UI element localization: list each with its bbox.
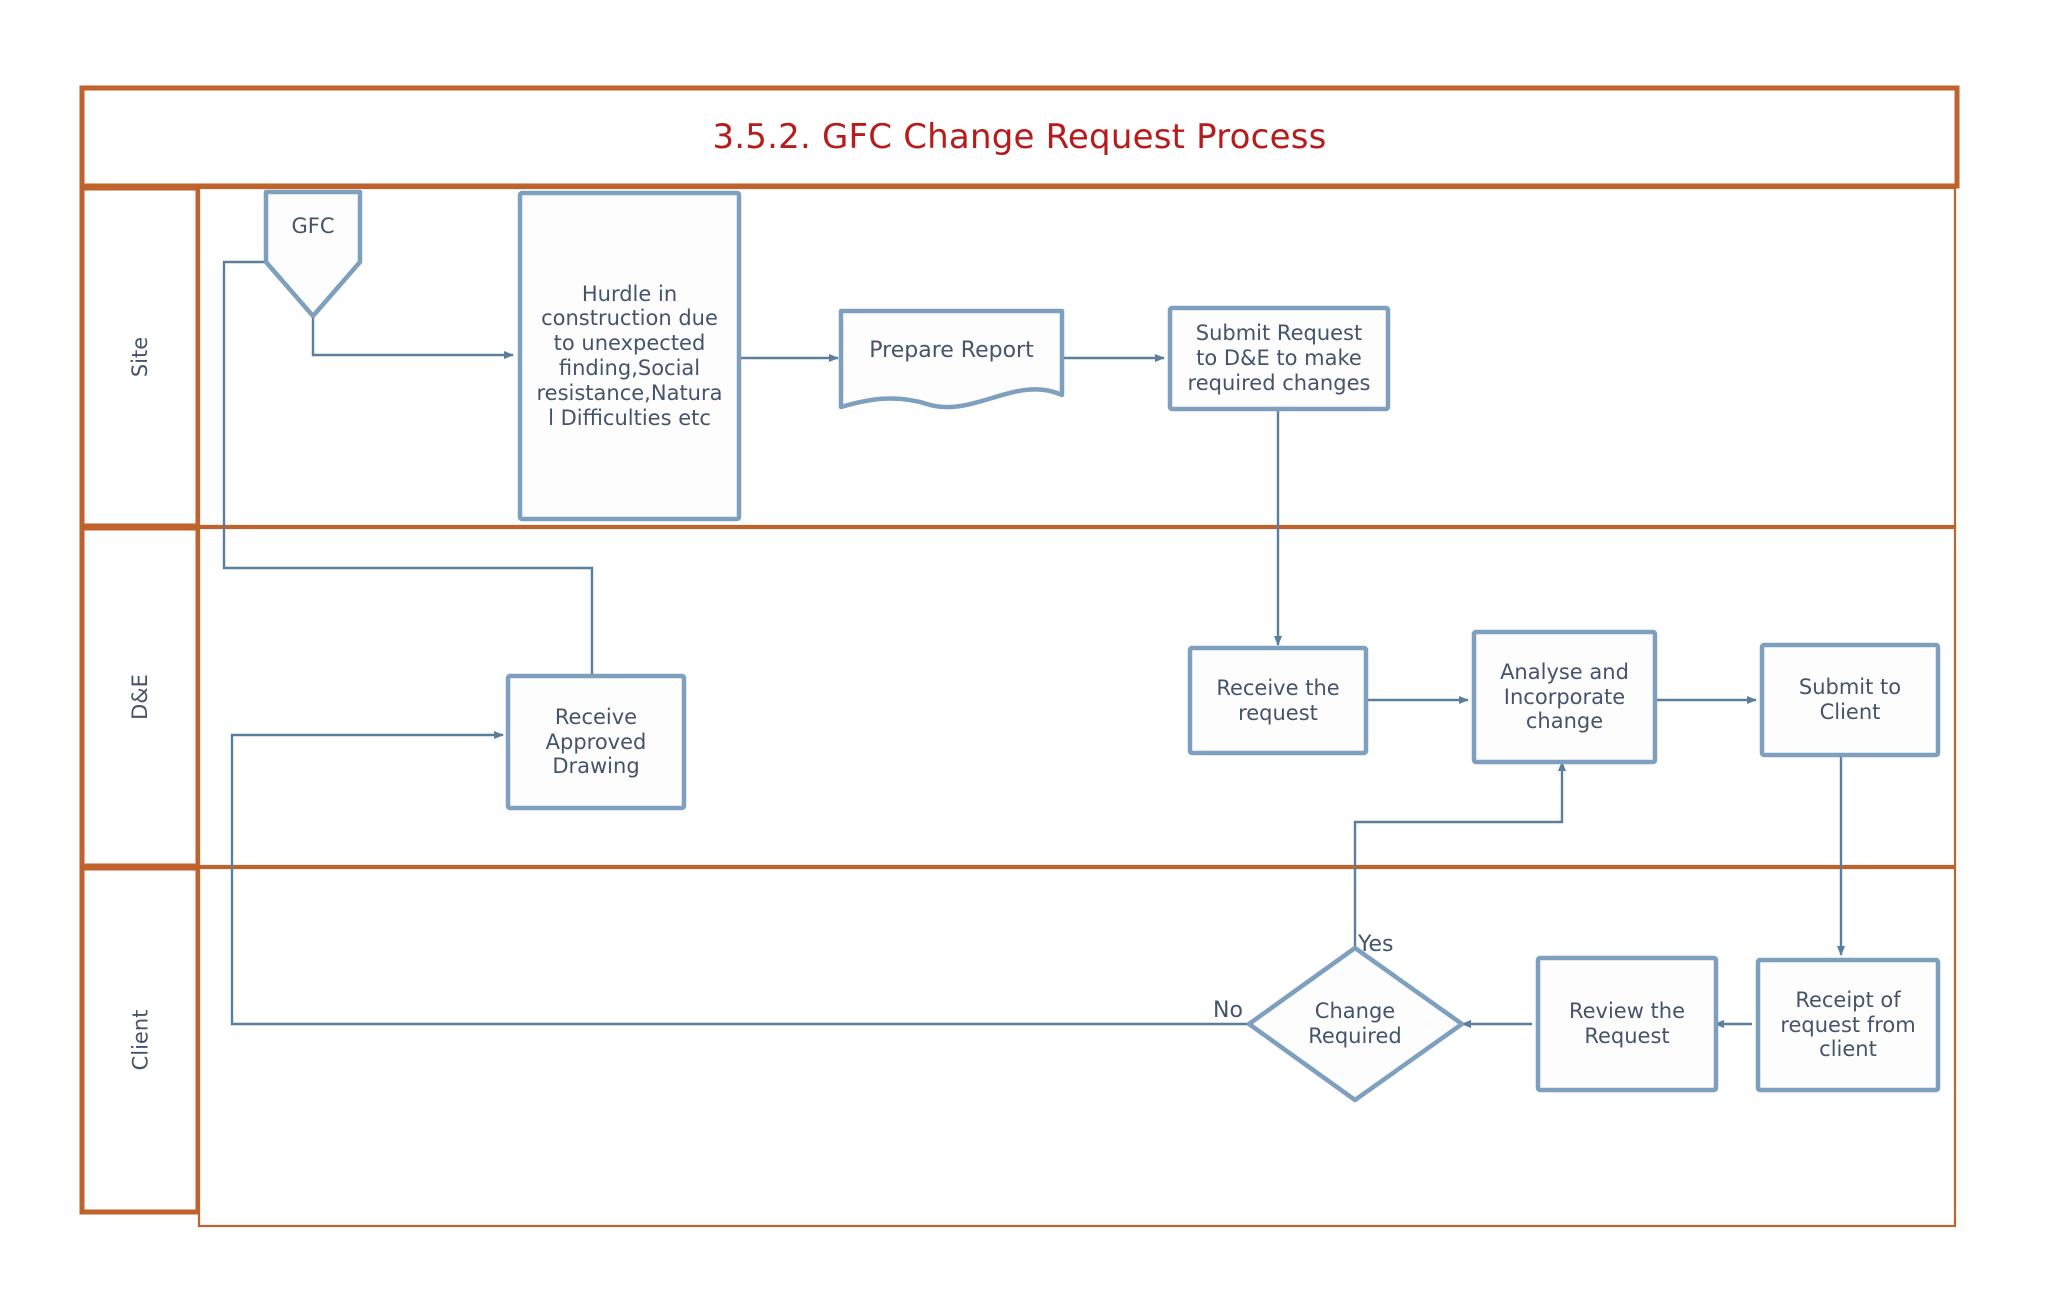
edge-decision-yes-to-analyse [1353, 761, 1566, 948]
node-receive-drawing-shape [505, 673, 687, 811]
node-prepare-report-shape [838, 308, 1065, 410]
connector-layer: up, right, into Analyse bottom --> left … [222, 258, 1845, 1028]
node-submit-client-shape [1759, 642, 1941, 758]
lane-label-site [79, 185, 201, 529]
edge-label-yes: Yes [1358, 932, 1394, 957]
edge-gfc-to-hurdle [311, 316, 514, 359]
node-hurdle-shape [517, 190, 742, 522]
lane-label-client-span: Client [127, 1009, 152, 1071]
lane-body-de [197, 526, 1957, 868]
node-change-required-shape [1246, 945, 1465, 1103]
lane-label-site-span: Site [127, 336, 152, 378]
lane-label-de-span: D&E [127, 674, 152, 720]
edge-receivedrawing-to-gfc [222, 258, 594, 676]
edge-label-no: No [1213, 998, 1243, 1023]
lane-label-de-text: D&E [82, 528, 198, 866]
page-title: 3.5.2. GFC Change Request Process [712, 117, 1327, 157]
node-gfc-shape [263, 189, 363, 319]
edge-decision-no-to-receivedrawing [230, 731, 1249, 1026]
header-band [79, 85, 1960, 189]
node-submit-request-shape [1167, 305, 1391, 412]
node-review-shape [1535, 955, 1719, 1093]
node-receipt-shape [1755, 957, 1941, 1093]
lane-label-site-text: Site [82, 188, 198, 526]
node-receive-request-shape [1187, 645, 1369, 756]
node-analyse-shape [1471, 629, 1658, 765]
lane-label-client-text: Client [82, 868, 198, 1212]
